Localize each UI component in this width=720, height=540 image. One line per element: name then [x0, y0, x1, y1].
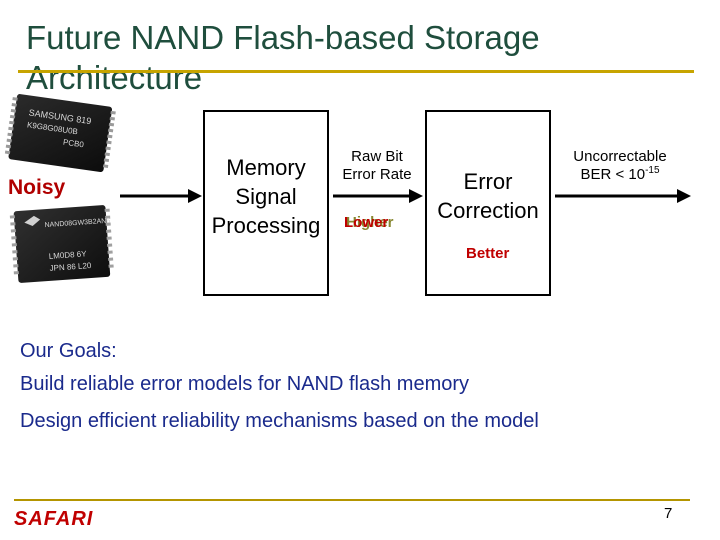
page-number: 7 — [664, 505, 673, 522]
error-correction-label: Error Correction — [425, 167, 551, 225]
raw-ber-label: Raw Bit Error Rate — [330, 148, 424, 184]
uncorrectable-ber-label: Uncorrectable BER < 10-15 — [552, 148, 688, 184]
ber-exponent: -15 — [645, 165, 660, 176]
msp-line-2: Signal — [235, 184, 297, 209]
chip-bottom-marking-3: JPN 86 L20 — [49, 261, 92, 273]
lower-label: Lower — [344, 214, 389, 231]
raw-ber-line-2: Error Rate — [342, 166, 412, 183]
output-arrow — [555, 189, 691, 203]
chip-bottom-marking-2: LM0D8 6Y — [48, 249, 87, 261]
msp-line-1: Memory — [226, 155, 306, 180]
title-divider — [18, 70, 694, 73]
chip-top-marking-3: PCB0 — [62, 138, 84, 150]
uncorrectable-line: Uncorrectable — [573, 148, 667, 165]
memory-signal-processing-label: Memory Signal Processing — [203, 153, 329, 240]
goals-header: Our Goals: — [20, 340, 117, 362]
ec-line-1: Error — [463, 169, 513, 194]
footer-divider — [14, 499, 690, 501]
noisy-label: Noisy — [8, 176, 66, 199]
chip-bottom-marking-1: NAND08GW3B2AN6 — [44, 218, 110, 230]
ber-prefix: BER < 10 — [580, 166, 646, 183]
error-correction-box — [425, 110, 551, 296]
slide-title: Future NAND Flash-based Storage Architec… — [26, 19, 540, 96]
memory-signal-processing-box — [203, 110, 329, 296]
st-logo-icon — [24, 215, 41, 227]
goal-item: Design efficient reliability mechanisms … — [20, 410, 539, 432]
nand-chip-top-image: SAMSUNG 819 K9G8G08U0B PCB0 — [4, 94, 116, 172]
higher-label: Higher — [346, 214, 394, 231]
middle-arrow — [333, 189, 423, 203]
safari-logo: SAFARI — [14, 508, 94, 530]
better-label: Better — [466, 245, 510, 262]
ec-line-2: Correction — [437, 198, 539, 223]
msp-line-3: Processing — [211, 213, 321, 238]
input-arrow — [120, 189, 202, 203]
goal-item: Build reliable error models for NAND fla… — [20, 373, 470, 395]
nand-chip-bottom-image: NAND08GW3B2AN6 LM0D8 6Y JPN 86 L20 — [9, 205, 114, 283]
ber-target-line: BER < 10-15 — [552, 166, 688, 184]
raw-ber-line-1: Raw Bit — [351, 148, 403, 165]
